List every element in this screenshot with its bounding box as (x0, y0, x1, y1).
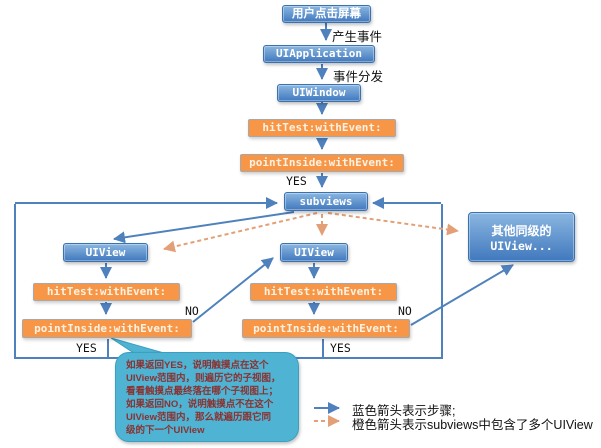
dashed-arrow-subviews-to-other-uiview (327, 212, 459, 236)
label-no-left: NO (185, 304, 199, 318)
node-pointinside-left: pointInside:withEvent: (22, 319, 192, 338)
node-hittest-main: hitTest:withEvent: (248, 119, 396, 137)
callout-line: 看看触摸点最终落在哪个子视图上； (126, 386, 279, 397)
arrow-subviews-to-left-uiview (113, 211, 295, 244)
label-yes-main: YES (286, 174, 307, 188)
callout-line: 级的下一个UIView (126, 425, 205, 436)
node-other-sibling-uiview: 其他同级的 UIView... (468, 212, 575, 262)
label-no-mid: NO (398, 304, 412, 318)
other-sibling-line1: 其他同级的 (491, 224, 552, 238)
node-pointinside-mid: pointInside:withEvent: (242, 319, 410, 338)
callout-line: UIView范围内，则遍历它的子视图， (126, 373, 281, 384)
label-dispatch-event: 事件分发 (333, 70, 384, 84)
node-uiapplication: UIApplication (263, 45, 375, 63)
other-sibling-line2: UIView... (490, 239, 553, 253)
node-uiview-left: UIView (63, 243, 148, 262)
legend-orange-text: 橙色箭头表示subviews中包含了多个UIView (352, 418, 593, 432)
callout-line: UIView范围内，那么就遍历跟它同 (126, 412, 271, 423)
node-user-tap: 用户点击屏幕 (282, 5, 371, 23)
dashed-arrow-subviews-to-left-uiview (163, 212, 318, 253)
node-pointinside-main: pointInside:withEvent: (240, 154, 404, 172)
arrow-mid-no-to-other-uiview (410, 264, 514, 326)
node-hittest-left: hitTest:withEvent: (33, 283, 180, 301)
node-uiwindow: UIWindow (277, 84, 361, 102)
node-hittest-mid: hitTest:withEvent: (250, 283, 397, 301)
node-uiview-mid: UIView (280, 243, 348, 262)
callout-line: 如果返回YES，说明触摸点在这个 (126, 360, 269, 371)
node-subviews: subviews (284, 192, 368, 211)
callout-line: 如果返回NO，说明触摸点不在这个 (126, 399, 274, 410)
callout-bubble: 如果返回YES，说明触摸点在这个 UIView范围内，则遍历它的子视图， 看看触… (115, 352, 299, 442)
label-produce-event: 产生事件 (332, 30, 383, 44)
arrow-left-no-to-mid-uiview (192, 257, 274, 323)
label-yes-left: YES (76, 341, 97, 355)
label-yes-mid: YES (330, 341, 351, 355)
legend-blue-text: 蓝色箭头表示步骤; (352, 404, 456, 418)
